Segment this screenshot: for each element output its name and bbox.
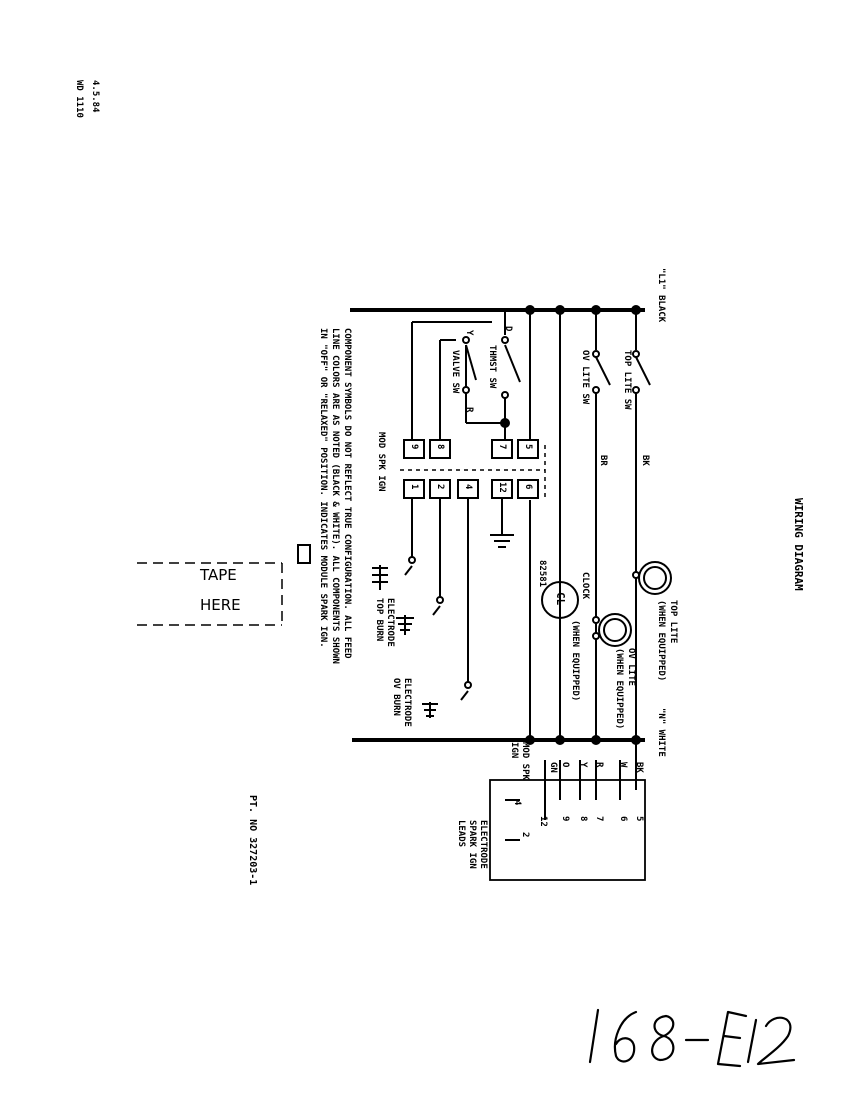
connector-pin-6: 6 bbox=[618, 816, 628, 822]
connector-pin-7: 7 bbox=[594, 816, 604, 822]
pin-8-box bbox=[429, 439, 451, 459]
pin-6-label: 6 bbox=[523, 484, 533, 490]
ov-lite-switch-blade bbox=[595, 356, 611, 386]
top-lite-lamp bbox=[638, 561, 672, 595]
n-label: "N" WHITE bbox=[656, 708, 666, 757]
top-lite-contact-b bbox=[632, 386, 640, 394]
top-lite-label: TOP LITE bbox=[668, 600, 678, 644]
header-code: WD 1110 bbox=[74, 80, 84, 118]
note-line-3: IN "OFF" OR "RELAXED" POSITION. INDICATE… bbox=[318, 328, 328, 648]
pin-6-box bbox=[517, 479, 539, 499]
ground-symbol-top bbox=[372, 565, 388, 590]
ov-lite-contact-b bbox=[592, 386, 600, 394]
pin-7-box bbox=[491, 439, 513, 459]
valve-switch-blade bbox=[465, 344, 477, 381]
clock-model-label: 82581 bbox=[537, 560, 547, 588]
pin-12-label: 12 bbox=[497, 482, 507, 493]
connector-wire-bk: BK bbox=[634, 762, 644, 773]
connector-leads-label: ELECTRODE SPARK IGN LEADS bbox=[456, 820, 488, 869]
connector-wire-r: R bbox=[594, 762, 604, 768]
connector-pin-12: 12 bbox=[538, 816, 548, 827]
electrode-top-burn-label: ELECTRODE TOP BURN bbox=[374, 598, 395, 647]
ov-lite-sw-label: OV LITE SW bbox=[580, 350, 590, 405]
pin-1-box bbox=[403, 479, 425, 499]
here-label: HERE bbox=[200, 596, 241, 614]
handwritten-annotation bbox=[588, 1008, 796, 1068]
clock-note: (WHEN EQUIPPED) bbox=[570, 620, 580, 702]
connector-block bbox=[489, 779, 646, 881]
valve-sw-label: VALVE SW bbox=[450, 350, 460, 394]
tape-label: TAPE bbox=[200, 566, 237, 584]
pin-8-label: 8 bbox=[435, 444, 445, 450]
pin-9-label: 9 bbox=[409, 444, 419, 450]
connector-pin-9: 9 bbox=[560, 816, 570, 822]
connector-wire-y: Y bbox=[578, 762, 588, 768]
pin-5-label: 5 bbox=[523, 444, 533, 450]
module-label: MOD SPK IGN bbox=[376, 432, 386, 492]
connector-wire-o: O bbox=[560, 762, 570, 768]
l1-label: "L1" BLACK bbox=[656, 268, 666, 323]
thmst-switch-blade bbox=[504, 344, 521, 383]
connector-pin-8: 8 bbox=[578, 816, 588, 822]
ov-lite-contact-a bbox=[592, 350, 600, 358]
ov-lite-lamp bbox=[598, 613, 632, 647]
pin-7-label: 7 bbox=[497, 444, 507, 450]
top-lite-sw-label: TOP LITE SW bbox=[622, 350, 632, 410]
pin-9-box bbox=[403, 439, 425, 459]
pin-1-label: 1 bbox=[409, 484, 419, 490]
pin-2-label: 2 bbox=[435, 484, 445, 490]
diagram-title: WIRING DIAGRAM bbox=[792, 498, 805, 591]
module-spark-symbol bbox=[297, 544, 311, 564]
tape-outline bbox=[137, 562, 283, 626]
connector-pin-2: 2 bbox=[520, 832, 530, 838]
clock-motor bbox=[541, 581, 579, 619]
wire-r-label: R bbox=[464, 407, 474, 413]
pin-4-label: 4 bbox=[463, 484, 473, 490]
part-number: PT. NO 327203-1 bbox=[247, 795, 258, 886]
note-line-1: COMPONENT SYMBOLS DO NOT REFLECT TRUE CO… bbox=[342, 328, 352, 659]
connector-wire-w: W bbox=[618, 762, 628, 768]
clock-symbol: CL bbox=[554, 592, 567, 606]
clock-label: CLOCK bbox=[580, 572, 590, 600]
ov-lite-label: OV LITE bbox=[626, 648, 636, 686]
ground-symbol-mid bbox=[396, 615, 414, 635]
connector-pin-5: 5 bbox=[634, 816, 644, 822]
header-date: 4.5.84 bbox=[90, 80, 100, 113]
wire-br-label: BR bbox=[598, 455, 608, 466]
pin-5-box bbox=[517, 439, 539, 459]
thmst-sw-label: THMST SW bbox=[487, 345, 497, 389]
connector-side-label: MOD SPK IGN bbox=[509, 742, 530, 780]
wire-y-label: Y bbox=[464, 330, 474, 336]
note-line-2: LINE COLORS ARE AS NOTED (BLACK & WHITE)… bbox=[330, 328, 340, 664]
top-lite-note: (WHEN EQUIPPED) bbox=[656, 600, 666, 682]
ground-symbol-ov bbox=[422, 702, 438, 718]
wire-d-label: D bbox=[503, 326, 513, 332]
top-lite-switch-blade bbox=[635, 356, 651, 386]
wire-bk-label: BK bbox=[640, 455, 650, 466]
top-lite-contact-a bbox=[632, 350, 640, 358]
ov-lite-note: (WHEN EQUIPPED) bbox=[614, 648, 624, 730]
electrode-ov-burn-label: ELECTRODE OV BURN bbox=[391, 678, 412, 727]
connector-pin-4: 4 bbox=[512, 800, 522, 806]
connector-wire-gn: GN bbox=[548, 762, 558, 773]
